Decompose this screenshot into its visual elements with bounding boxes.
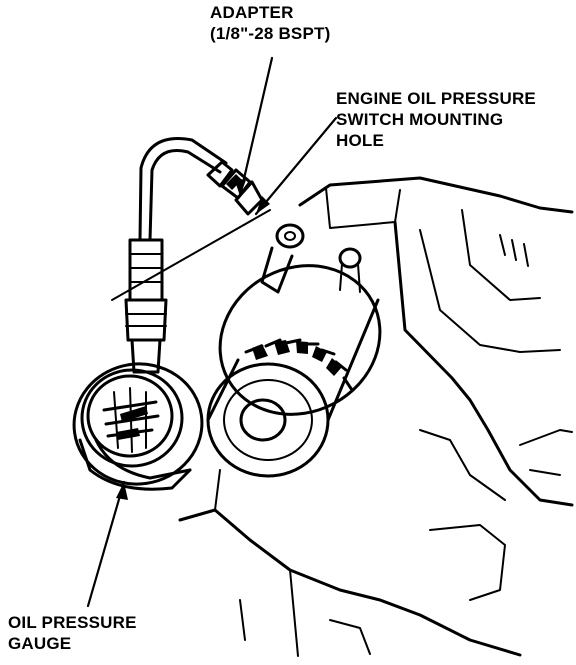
gauge-callout: OIL PRESSURE GAUGE — [8, 612, 137, 654]
switch-hole-label-line1: ENGINE OIL PRESSURE — [336, 89, 536, 108]
oil-filter — [206, 264, 382, 478]
engine-block — [178, 176, 574, 657]
adapter-callout: ADAPTER (1/8"-28 BSPT) — [210, 2, 330, 44]
adapter-label: ADAPTER — [210, 3, 294, 22]
gauge-label-line2: GAUGE — [8, 634, 72, 653]
switch-hole-label-line2: SWITCH MOUNTING — [336, 110, 504, 129]
leader-lines — [86, 56, 338, 608]
pressure-gauge — [72, 362, 204, 491]
switch-hole-label-line3: HOLE — [336, 131, 385, 150]
mounting-bolt — [260, 223, 362, 294]
adapter-thread-spec: (1/8"-28 BSPT) — [210, 24, 331, 43]
switch-hole-callout: ENGINE OIL PRESSURE SWITCH MOUNTING HOLE — [336, 88, 536, 151]
gauge-label-line1: OIL PRESSURE — [8, 613, 137, 632]
gauge-hose — [124, 137, 264, 374]
